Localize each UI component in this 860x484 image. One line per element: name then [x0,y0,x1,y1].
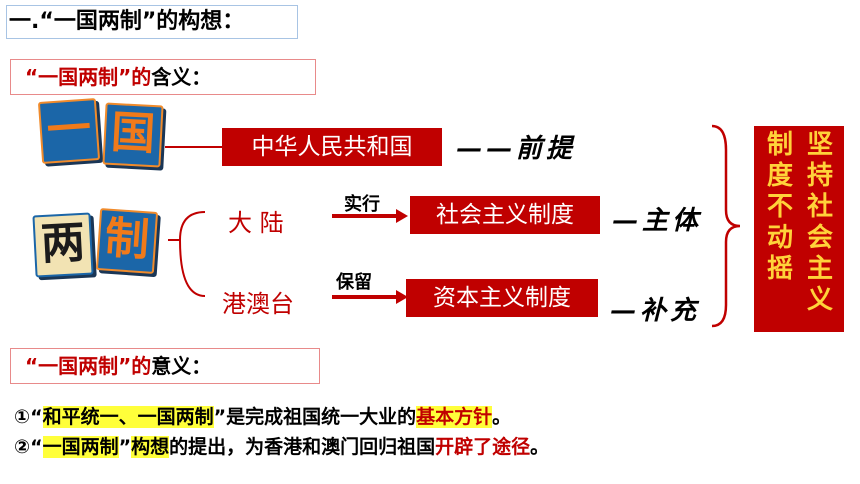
vertical-box: 坚持社会主义 制度不动摇 [754,126,844,332]
page-title: 一.“一国两制”的构想： [6,5,298,39]
capitalism-box: 资本主义制度 [406,279,598,317]
item-number: ① [14,406,31,428]
quote-close: ” [118,436,132,458]
supplement-label: —补充 [610,296,701,326]
mainland-label: 大 陆 [228,209,284,237]
retain-label: 保留 [336,272,372,293]
highlight-text-2: 构想 [131,436,170,458]
connector-liangzhi-bracket [168,211,206,297]
meaning-rest: 含义： [151,65,212,89]
quote-close: ” [213,406,227,428]
implement-label: 实行 [344,194,380,215]
quote-open: “ [30,406,43,428]
significance-rest: 意义： [151,354,212,378]
highlight-text: 和平统一、一国两制 [42,406,214,428]
country-box: 中华人民共和国 [222,128,442,166]
emphasis-text: 开辟了途径 [435,436,531,458]
highlight-text: 一国两制 [42,436,119,458]
significance-quote: “一国两制” [25,354,132,378]
meaning-quote: “一国两制” [25,65,132,89]
item-number: ② [14,436,31,458]
hkmt-label: 港澳台 [222,290,294,318]
item-end: 。 [492,406,512,428]
main-body-label: —主体 [612,206,703,236]
meaning-de: 的 [131,65,152,89]
emphasis-text: 基本方针 [416,406,493,428]
premise-label: ——前提 [456,134,577,164]
significance-heading: “一国两制”的意义： [10,348,320,384]
item-text: 的提出，为香港和澳门回归祖国 [169,436,436,458]
item-text: 是完成祖国统一大业的 [226,406,417,428]
vertical-col2: 制度不动摇 [766,130,793,284]
arrow-retain-head [396,290,408,304]
quote-open: “ [30,436,43,458]
vertical-col1: 坚持社会主义 [806,130,833,315]
brace [711,124,741,328]
meaning-heading: “一国两制”的含义： [10,59,316,95]
arrow-implement-head [396,209,408,223]
significance-item-2: ②“一国两制”构想的提出，为香港和澳门回归祖国开辟了途径。 [14,432,549,459]
item-end: 。 [530,436,550,458]
significance-de: 的 [131,354,152,378]
socialism-box: 社会主义制度 [410,196,600,234]
significance-item-1: ①“和平统一、一国两制”是完成祖国统一大业的基本方针。 [14,402,511,429]
